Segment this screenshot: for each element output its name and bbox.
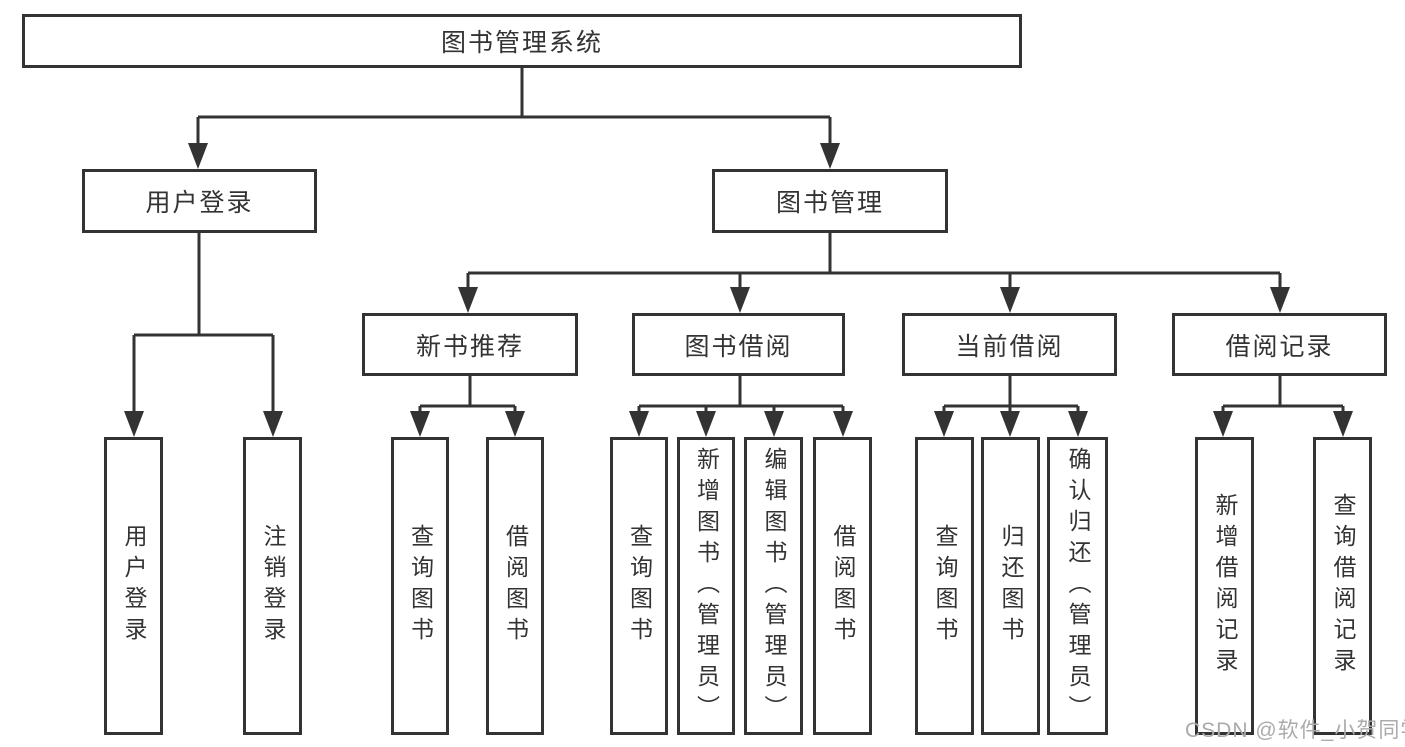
- arrowhead-icon: [1068, 411, 1088, 437]
- leaf-borrow-books-borrowing: 借阅图书: [813, 437, 872, 735]
- arrowhead-icon: [188, 143, 208, 169]
- leaf-label: 查询图书: [932, 524, 958, 648]
- leaf-label: 新增借阅记录: [1212, 493, 1238, 679]
- leaf-query-books-newbooks: 查询图书: [391, 437, 449, 735]
- csdn-watermark: CSDN @软件_小贺同学: [1185, 719, 1405, 742]
- node-book-borrowing: 图书借阅: [632, 313, 845, 376]
- leaf-label: 查询图书: [407, 524, 434, 648]
- leaf-label: 确认归还（管理员）: [1065, 446, 1091, 726]
- arrowhead-icon: [458, 287, 478, 313]
- arrowhead-icon: [629, 411, 649, 437]
- arrowhead-icon: [1333, 411, 1353, 437]
- leaf-label: 查询图书: [626, 524, 653, 648]
- leaf-label: 新增图书（管理员）: [693, 446, 720, 726]
- leaf-add-borrow-record: 新增借阅记录: [1195, 437, 1254, 735]
- arrowhead-icon: [696, 411, 716, 437]
- node-library-management-system: 图书管理系统: [22, 14, 1022, 68]
- leaf-borrow-books-newbooks: 借阅图书: [486, 437, 544, 735]
- arrowhead-icon: [1000, 411, 1020, 437]
- leaf-label: 借阅图书: [830, 524, 856, 648]
- leaf-query-borrow-record: 查询借阅记录: [1313, 437, 1372, 735]
- arrowhead-icon: [1000, 287, 1020, 313]
- arrowhead-icon: [730, 287, 750, 313]
- node-book-management: 图书管理: [712, 169, 948, 233]
- leaf-label: 注销登录: [260, 524, 286, 648]
- leaf-label: 编辑图书（管理员）: [761, 446, 787, 726]
- arrowhead-icon: [1213, 411, 1233, 437]
- arrowhead-icon: [263, 411, 283, 437]
- node-user-login: 用户登录: [82, 169, 317, 233]
- leaf-edit-book-admin: 编辑图书（管理员）: [744, 437, 803, 735]
- arrowhead-icon: [934, 411, 954, 437]
- arrowhead-icon: [505, 411, 525, 437]
- arrowhead-icon: [1270, 287, 1290, 313]
- node-new-book-recommendation: 新书推荐: [362, 313, 578, 376]
- arrowhead-icon: [764, 411, 784, 437]
- arrowhead-icon: [410, 411, 430, 437]
- leaf-return-book: 归还图书: [981, 437, 1040, 735]
- arrowhead-icon: [833, 411, 853, 437]
- arrowhead-icon: [820, 143, 840, 169]
- leaf-add-book-admin: 新增图书（管理员）: [677, 437, 735, 735]
- leaf-query-books-borrowing: 查询图书: [610, 437, 668, 735]
- leaf-confirm-return-admin: 确认归还（管理员）: [1047, 437, 1108, 735]
- arrowhead-icon: [124, 411, 144, 437]
- leaf-query-books-current: 查询图书: [915, 437, 974, 735]
- leaf-logout: 注销登录: [243, 437, 302, 735]
- node-current-borrowing: 当前借阅: [902, 313, 1117, 376]
- leaf-label: 查询借阅记录: [1330, 493, 1356, 679]
- leaf-label: 用户登录: [121, 524, 147, 648]
- leaf-user-login: 用户登录: [104, 437, 163, 735]
- node-borrowing-records: 借阅记录: [1172, 313, 1387, 376]
- leaf-label: 归还图书: [998, 524, 1024, 648]
- leaf-label: 借阅图书: [502, 524, 529, 648]
